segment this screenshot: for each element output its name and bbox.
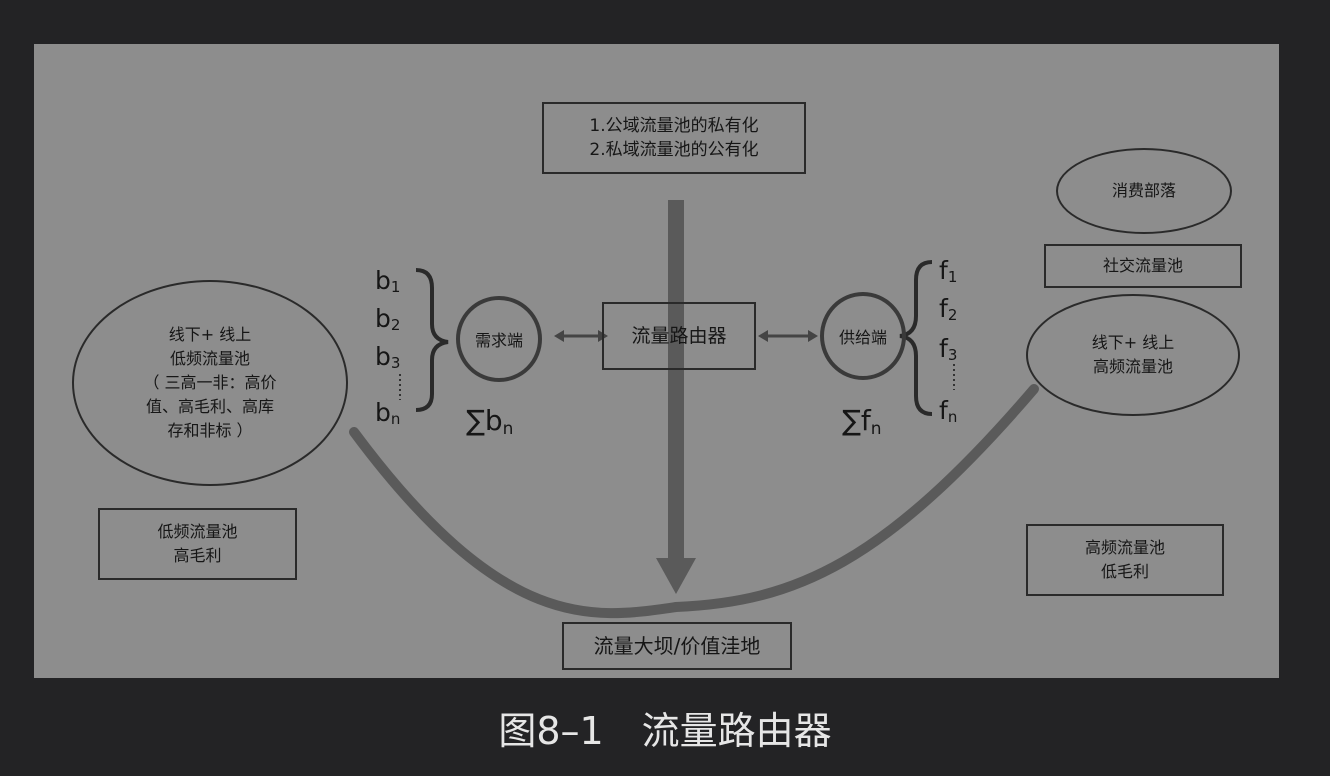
bn-label: bn [375, 398, 401, 428]
top-box-line-1: 1.公域流量池的私有化 [589, 116, 759, 136]
left-bottom-box: 低频流量池 高毛利 [98, 508, 297, 580]
router-box: 流量路由器 [602, 302, 756, 370]
fn-label: fn [939, 396, 958, 426]
right-high-frequency-ellipse: 线下+ 线上 高频流量池 [1026, 294, 1240, 416]
left-bottom-line-2: 高毛利 [173, 546, 222, 565]
b1-label: b1 [375, 266, 401, 296]
dam-box: 流量大坝/价值洼地 [562, 622, 792, 670]
right-ellipse-line-2: 高频流量池 [1092, 357, 1173, 376]
left-low-frequency-ellipse: 线下+ 线上 低频流量池 （ 三高一非：高价 值、高毛利、高库 存和非标 ） [72, 280, 348, 486]
vertical-arrow-head [656, 558, 696, 594]
right-ellipse-line-1: 线下+ 线上 [1091, 333, 1175, 352]
left-bottom-line-1: 低频流量池 [157, 522, 238, 541]
flow-router-diagram: 1.公域流量池的私有化 2.私域流量池的公有化 流量路由器 需求端 供给端 b1… [34, 44, 1279, 678]
demand-router-double-arrow [554, 330, 608, 342]
sum-fn-label: ∑fn [842, 404, 882, 440]
consumer-tribe-label: 消费部落 [1111, 181, 1176, 200]
demand-circle: 需求端 [456, 296, 542, 382]
left-ellipse-line-2: 低频流量池 [169, 349, 250, 368]
figure-caption: 图8–1 流量路由器 [498, 709, 832, 753]
right-bottom-box: 高频流量池 低毛利 [1026, 524, 1224, 596]
b2-label: b2 [375, 304, 401, 334]
supply-label: 供给端 [838, 328, 887, 347]
dam-label: 流量大坝/价值洼地 [593, 634, 761, 658]
demand-label: 需求端 [474, 331, 523, 350]
top-box-line-2: 2.私域流量池的公有化 [589, 140, 759, 160]
right-bottom-line-2: 低毛利 [1100, 562, 1149, 581]
left-ellipse-line-3: （ 三高一非：高价 [143, 373, 277, 392]
consumer-tribe-ellipse: 消费部落 [1056, 148, 1232, 234]
left-ellipse-line-5: 存和非标 ） [167, 421, 253, 440]
right-bottom-line-1: 高频流量池 [1084, 538, 1165, 557]
f3-label: f3 [939, 334, 958, 364]
left-ellipse-line-1: 线下+ 线上 [168, 325, 252, 344]
supply-circle: 供给端 [820, 292, 906, 380]
b-brace [415, 268, 449, 412]
router-supply-double-arrow [758, 330, 818, 342]
top-box: 1.公域流量池的私有化 2.私域流量池的公有化 [542, 102, 806, 174]
vertical-arrow-shaft [668, 200, 684, 562]
b3-label: b3 [375, 342, 401, 372]
social-pool-label: 社交流量池 [1102, 256, 1183, 275]
social-pool-box: 社交流量池 [1044, 244, 1242, 288]
f1-label: f1 [939, 256, 958, 286]
f2-label: f2 [939, 294, 958, 324]
sum-bn-label: ∑bn [466, 404, 514, 440]
left-ellipse-line-4: 值、高毛利、高库 [145, 397, 274, 416]
valley-curve [349, 384, 1039, 619]
router-label: 流量路由器 [631, 325, 727, 347]
